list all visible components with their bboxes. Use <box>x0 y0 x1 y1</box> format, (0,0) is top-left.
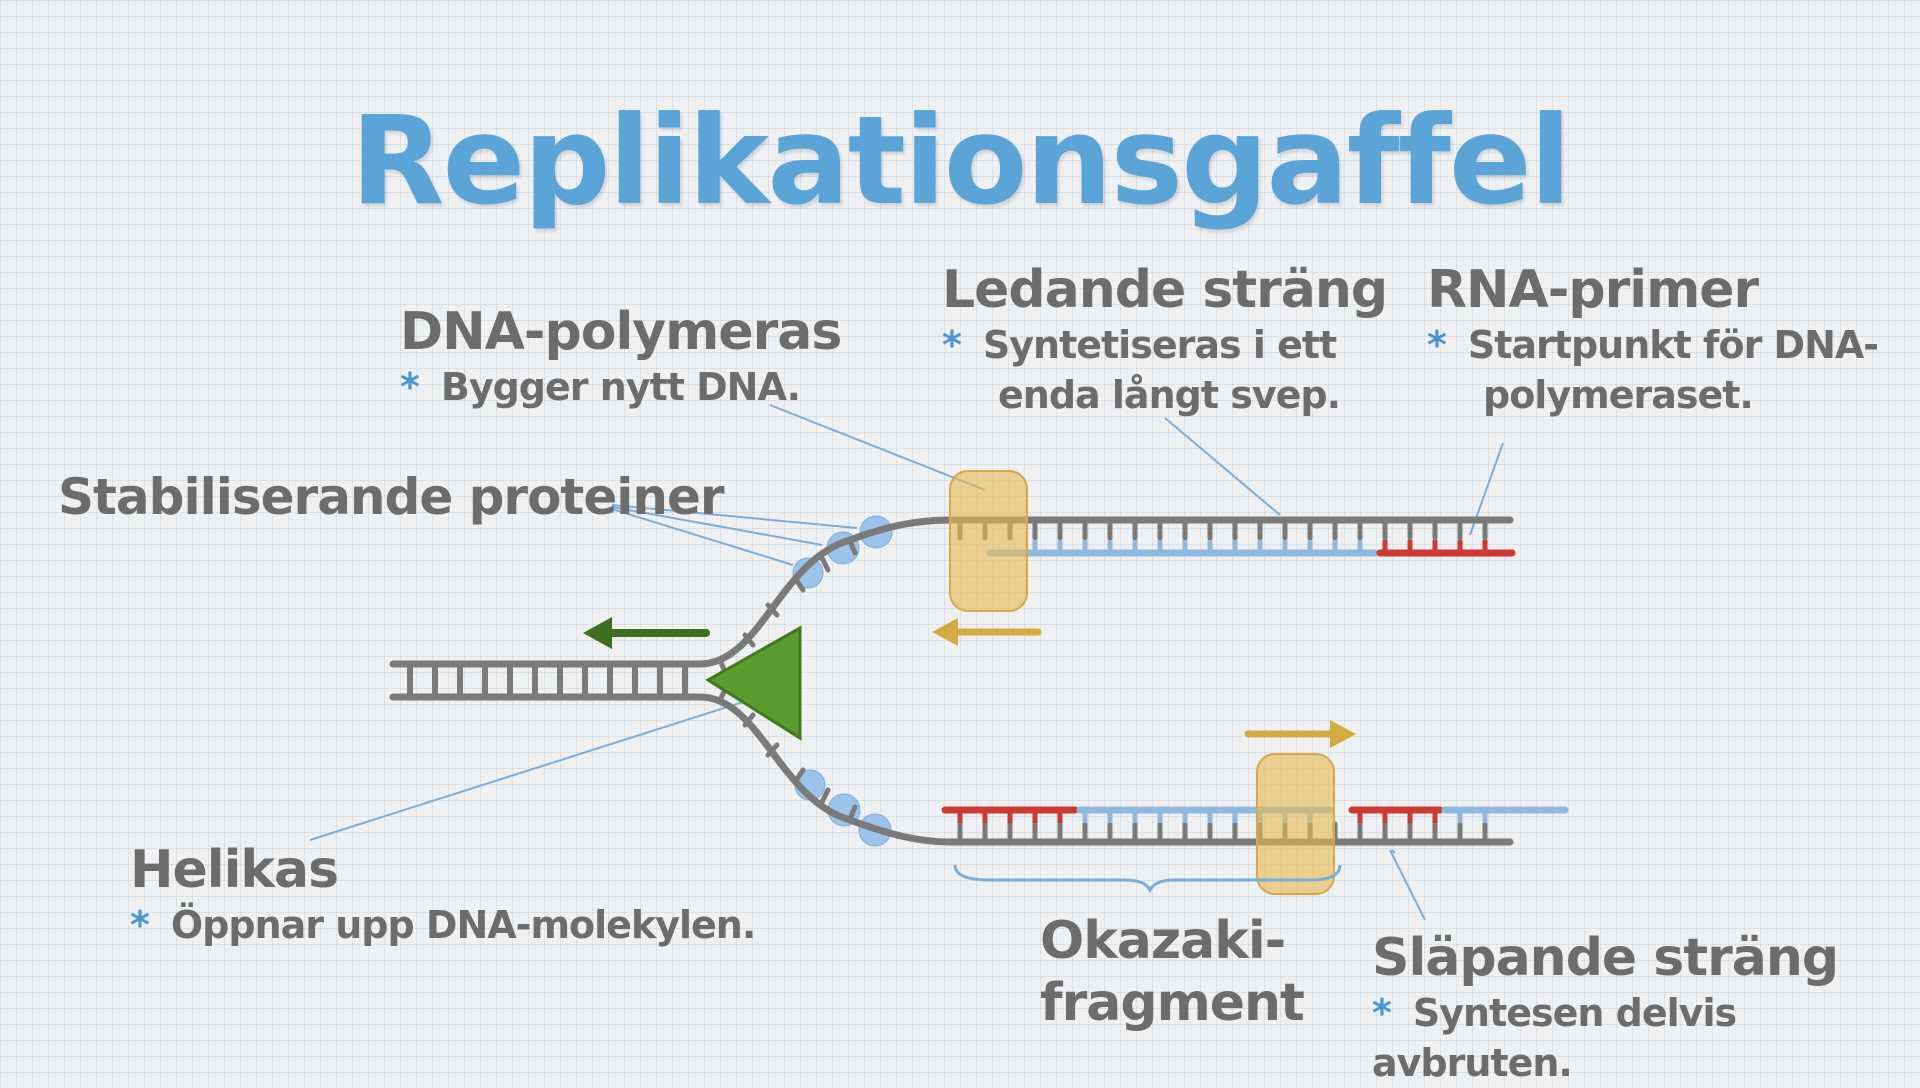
bullet-icon: * <box>130 903 150 947</box>
helicase-label: Helikas <box>130 840 339 900</box>
bullet-icon: * <box>1427 323 1447 367</box>
bullet-icon: * <box>400 365 420 409</box>
helicase-direction-arrow <box>583 617 710 649</box>
helicase-triangle <box>705 625 802 741</box>
helicase-desc: *Öppnar upp DNA-molekylen. <box>130 903 756 947</box>
lagging-template-teeth <box>957 821 1488 843</box>
rna-primer-label: RNA-primer <box>1427 260 1759 320</box>
parental-base-pairs <box>407 663 688 698</box>
lagging-strand-desc: *Syntesen delvis avbruten. <box>1372 991 1737 1085</box>
lagging-primer-2 <box>1348 806 1444 823</box>
bullet-icon: * <box>1372 991 1392 1035</box>
dna-polymerase-desc: *Bygger nytt DNA. <box>400 365 801 409</box>
lagging-strand-label: Släpande sträng <box>1372 928 1839 988</box>
parental-dna <box>389 516 1514 846</box>
okazaki-fragment-label: Okazaki- fragment <box>1040 911 1305 1033</box>
okazaki-brace <box>953 864 1342 894</box>
lagging-primer-1 <box>941 806 1079 823</box>
lagging-dna-polymerase <box>1256 753 1335 895</box>
dna-polymerase-label: DNA-polymeras <box>400 302 842 362</box>
leading-rna-primer <box>1376 540 1516 557</box>
pointer-lines <box>309 404 1504 921</box>
leading-polymerase-arrow <box>932 618 1042 646</box>
rna-primer-desc: *Startpunkt för DNA- polymeraset. <box>1427 323 1879 417</box>
page-title: Replikationsgaffel <box>350 90 1572 232</box>
leading-strand-desc: *Syntetiseras i ett enda långt svep. <box>942 323 1341 417</box>
leading-new-strand <box>986 540 1379 557</box>
stabilizing-proteins-label: Stabiliserande proteiner <box>58 468 725 526</box>
leading-strand-label: Ledande sträng <box>942 260 1388 320</box>
leading-template-teeth <box>957 519 1488 541</box>
bullet-icon: * <box>942 323 962 367</box>
leading-dna-polymerase <box>949 470 1028 612</box>
lagging-polymerase-arrow <box>1244 720 1356 748</box>
lagging-fragment-2 <box>1441 806 1569 823</box>
